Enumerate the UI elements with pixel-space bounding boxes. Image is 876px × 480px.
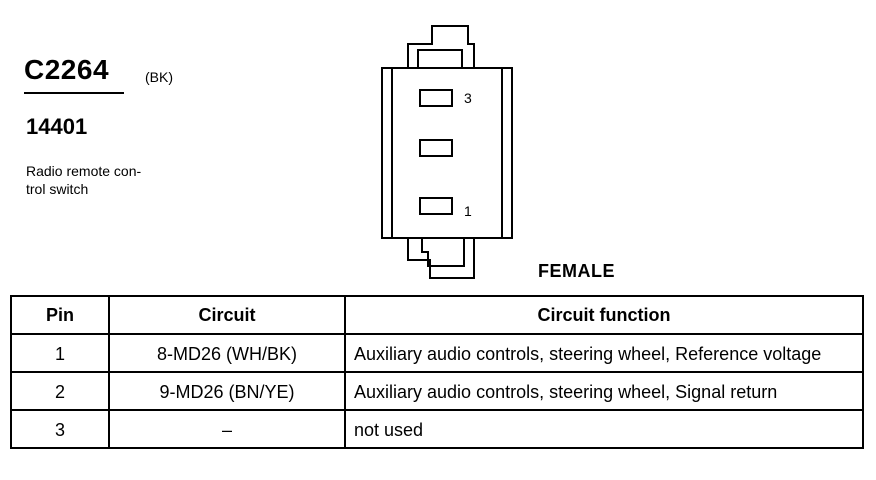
connector-housing <box>381 67 513 239</box>
table-header-row: Pin Circuit Circuit function <box>10 295 864 335</box>
description-line-2: trol switch <box>26 181 89 197</box>
pin-label-1: 1 <box>464 203 472 219</box>
pinout-table: Pin Circuit Circuit function 1 8-MD26 (W… <box>10 295 864 449</box>
connector-id: C2264 <box>24 54 110 85</box>
top-latch <box>407 25 475 68</box>
table-row: 3 – not used <box>10 409 864 449</box>
table-row: 2 9-MD26 (BN/YE) Auxiliary audio control… <box>10 371 864 411</box>
connector-id-underline <box>24 92 124 94</box>
description-line-1: Radio remote con- <box>26 163 142 179</box>
circuit-cell: – <box>108 409 346 449</box>
function-cell: Auxiliary audio controls, steering wheel… <box>344 371 864 411</box>
header-circuit: Circuit <box>108 295 346 335</box>
function-cell: Auxiliary audio controls, steering wheel… <box>344 333 864 373</box>
table-row: 1 8-MD26 (WH/BK) Auxiliary audio control… <box>10 333 864 373</box>
bottom-latch-inner <box>421 238 465 267</box>
pin-cavity-2 <box>419 139 453 157</box>
pin-cavity-3 <box>419 89 453 107</box>
bottom-latch <box>407 238 475 279</box>
connector-inner-housing <box>391 67 503 239</box>
circuit-cell: 9-MD26 (BN/YE) <box>108 371 346 411</box>
pin-cell: 2 <box>10 371 110 411</box>
connector-description: Radio remote con- trol switch <box>26 162 141 198</box>
circuit-cell: 8-MD26 (WH/BK) <box>108 333 346 373</box>
pin-cavity-1 <box>419 197 453 215</box>
header-circuit-function: Circuit function <box>344 295 864 335</box>
part-number: 14401 <box>26 114 88 139</box>
view-label: FEMALE <box>538 261 615 281</box>
pin-cell: 1 <box>10 333 110 373</box>
connector-face-diagram: 3 1 <box>381 25 513 279</box>
connector-header: C2264 (BK) 14401 Radio remote con- trol … <box>24 25 615 281</box>
top-latch-inner <box>417 49 463 68</box>
connector-color-code: (BK) <box>145 69 173 85</box>
function-cell: not used <box>344 409 864 449</box>
pin-label-3: 3 <box>464 90 472 106</box>
header-pin: Pin <box>10 295 110 335</box>
pin-cell: 3 <box>10 409 110 449</box>
